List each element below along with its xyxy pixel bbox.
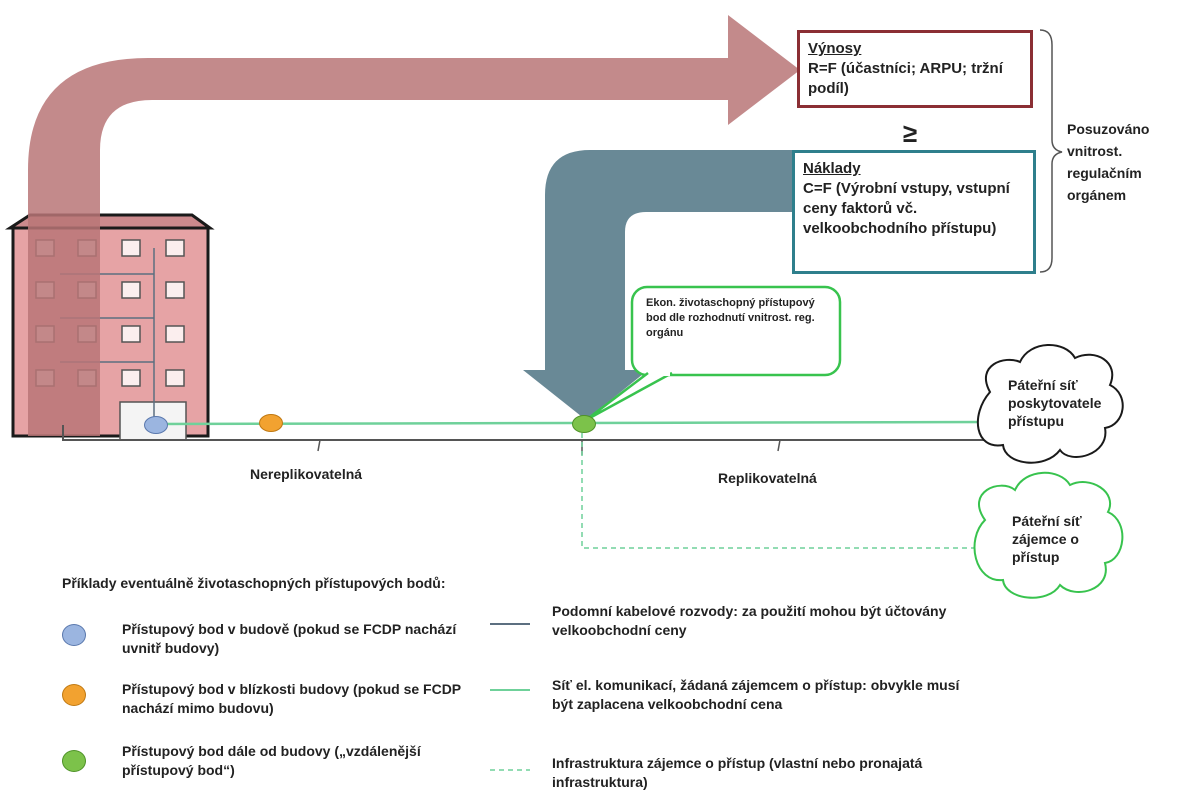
revenue-box: Výnosy R=F (účastníci; ARPU; tržní podíl… bbox=[797, 30, 1033, 108]
revenue-title: Výnosy bbox=[808, 40, 862, 57]
cost-arrow bbox=[523, 150, 792, 420]
legend-line-inhouse-label: Podomní kabelové rozvody: za použití moh… bbox=[552, 603, 947, 638]
legend-point-remote: Přístupový bod dále od budovy („vzdáleně… bbox=[122, 743, 421, 778]
costs-box: Náklady C=F (Výrobní vstupy, vstupní cen… bbox=[792, 150, 1036, 274]
remote-point bbox=[572, 415, 596, 433]
near-building-point bbox=[259, 414, 283, 432]
costs-title: Náklady bbox=[803, 160, 861, 177]
revenue-arrow bbox=[28, 15, 800, 436]
segment-replicable: Replikovatelná bbox=[718, 470, 817, 486]
comparison-symbol: ≥ bbox=[903, 118, 918, 148]
legend-point-near-building: Přístupový bod v blízkosti budovy (pokud… bbox=[122, 681, 461, 716]
callout-text: Ekon. životaschopný přístupový bod dle r… bbox=[646, 297, 815, 339]
provider-cloud bbox=[976, 344, 1124, 464]
costs-text: C=F (Výrobní vstupy, vstupní ceny faktor… bbox=[803, 180, 1010, 237]
provider-cloud-text: Páteřní síť poskytovatele přístupu bbox=[1008, 377, 1102, 429]
legend-point-in-building: Přístupový bod v budově (pokud se FCDP n… bbox=[122, 621, 457, 656]
seeker-cloud bbox=[973, 471, 1124, 599]
brace bbox=[1039, 29, 1063, 273]
segment-non-replicable: Nereplikovatelná bbox=[250, 466, 363, 482]
legend-line-dashed-label: Infrastruktura zájemce o přístup (vlastn… bbox=[552, 755, 923, 790]
segment-bracket bbox=[62, 425, 990, 441]
legend-orange-dot bbox=[62, 684, 86, 706]
legend-title: Příklady eventuálně životaschopných přís… bbox=[62, 575, 446, 591]
seeker-cloud-text: Páteřní síť zájemce o přístup bbox=[1012, 513, 1082, 565]
legend-green-dot bbox=[62, 750, 86, 772]
legend-line-network-label: Síť el. komunikací, žádaná zájemcem o př… bbox=[552, 677, 960, 712]
revenue-text: R=F (účastníci; ARPU; tržní podíl) bbox=[808, 60, 1003, 97]
in-building-point bbox=[144, 416, 168, 434]
legend-blue-dot bbox=[62, 624, 86, 646]
assessed-label: Posuzováno vnitrost. regulačním orgánem bbox=[1067, 121, 1150, 203]
